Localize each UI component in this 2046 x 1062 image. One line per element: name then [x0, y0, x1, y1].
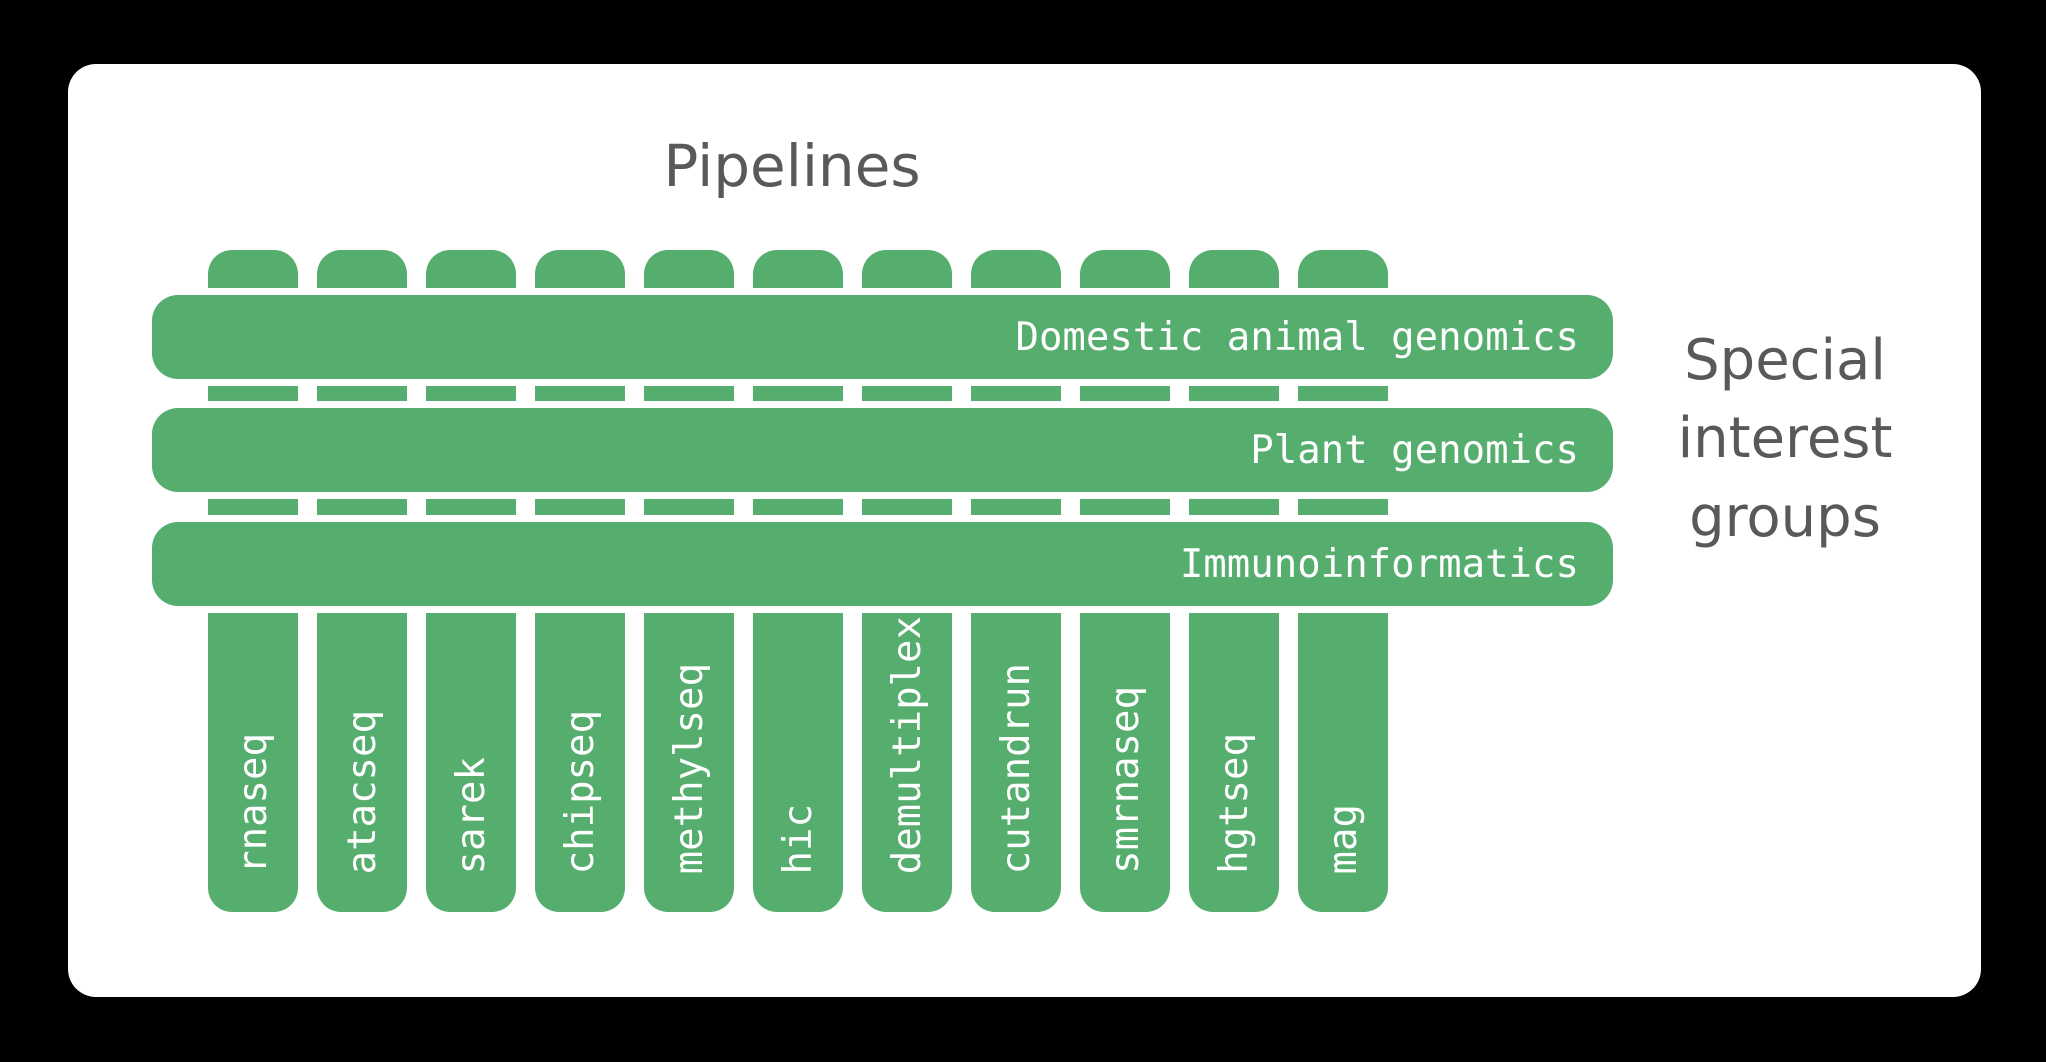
sig-bar-plant-genomics: Plant genomics: [152, 408, 1613, 492]
pipeline-bar-label: mag: [1320, 803, 1366, 874]
sig-title-line-3: groups: [1689, 484, 1881, 550]
diagram-card: Pipelines Special interest groups rnaseq…: [68, 64, 1981, 997]
pipeline-bar-label: methylseq: [666, 662, 712, 874]
sig-bar-label: Domestic animal genomics: [1015, 314, 1579, 360]
sig-bar-label: Immunoinformatics: [1179, 541, 1579, 587]
pipeline-bar-label: chipseq: [557, 709, 603, 874]
sig-title-line-1: Special: [1684, 328, 1886, 393]
sig-bar-domestic-animal-genomics: Domestic animal genomics: [152, 295, 1613, 379]
sig-bar-immunoinformatics: Immunoinformatics: [152, 522, 1613, 606]
pipeline-bar-label: hgtseq: [1211, 733, 1257, 874]
pipeline-bar-label: sarek: [448, 756, 494, 874]
pipelines-title: Pipelines: [663, 132, 921, 200]
pipeline-bar-label: atacseq: [339, 709, 385, 874]
special-interest-groups-title: Special interest groups: [1535, 322, 2035, 557]
sig-title-line-2: interest: [1677, 406, 1893, 472]
pipeline-bar-label: hic: [775, 803, 821, 874]
pipeline-bar-label: smrnaseq: [1102, 686, 1148, 874]
sig-bar-label: Plant genomics: [1250, 427, 1579, 473]
pipeline-bar-label: rnaseq: [230, 733, 276, 874]
pipeline-bar-label: cutandrun: [993, 662, 1039, 874]
pipeline-bar-label: demultiplex: [884, 615, 930, 874]
